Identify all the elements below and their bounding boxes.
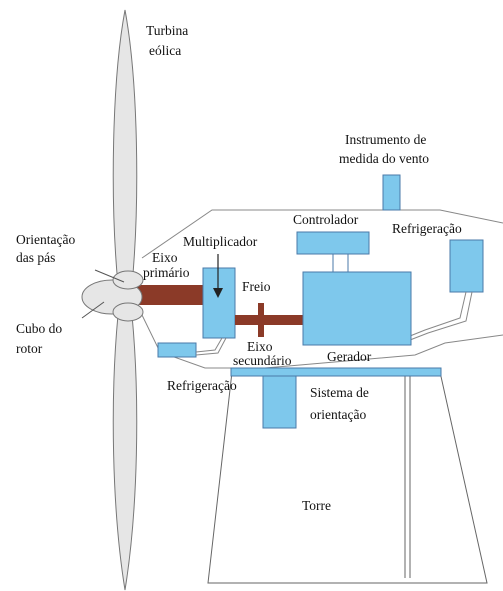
blade-lower [112,314,138,591]
label-title-1: Turbina [146,23,188,38]
brake [258,303,264,337]
label-brake: Freio [242,279,271,294]
label-rotor-hub-2: rotor [16,341,43,356]
leader-rotor-hub [81,301,105,319]
label-tower: Torre [302,498,331,513]
label-wind-instrument-1: Instrumento de [345,132,426,147]
cooling-right [449,239,484,293]
primary-shaft [136,285,203,305]
label-rotor-hub-1: Cubo do [16,321,62,336]
controller [296,231,370,255]
label-generator: Gerador [327,349,372,364]
label-primary-shaft-1: Eixo [152,250,178,265]
cooling-right-pipe [409,291,467,337]
tower [207,371,488,584]
arrow-multiplier [213,288,223,298]
label-cooling-right: Refrigeração [392,221,462,236]
label-wind-instrument-2: medida do vento [339,151,429,166]
label-controller: Controlador [293,212,359,227]
leader-blade-pitch [94,269,125,283]
label-cooling-left: Refrigeração [167,378,237,393]
label-yaw-system-2: orientação [310,407,366,422]
cooling-left [157,342,197,358]
blade-root-lower [112,302,144,322]
blade-root-upper [112,270,144,290]
wind-instrument [382,174,401,211]
generator [302,271,412,346]
label-secondary-shaft-2: secundário [233,353,292,368]
yaw-system [262,375,297,429]
label-yaw-system-1: Sistema de [310,385,369,400]
yaw-bearing [230,367,442,377]
label-blade-pitch-1: Orientação [16,232,75,247]
label-title-2: eólica [149,43,181,58]
secondary-shaft [235,315,303,325]
label-secondary-shaft-1: Eixo [247,339,273,354]
cooling-left-pipe [195,337,227,356]
cooling-left-pipe [195,337,223,353]
cooling-right-pipe [409,291,473,341]
label-multiplier: Multiplicador [183,234,258,249]
multiplier [202,267,236,339]
label-blade-pitch-2: das pás [16,250,55,265]
label-primary-shaft-2: primário [143,265,190,280]
blade-upper [112,9,138,286]
